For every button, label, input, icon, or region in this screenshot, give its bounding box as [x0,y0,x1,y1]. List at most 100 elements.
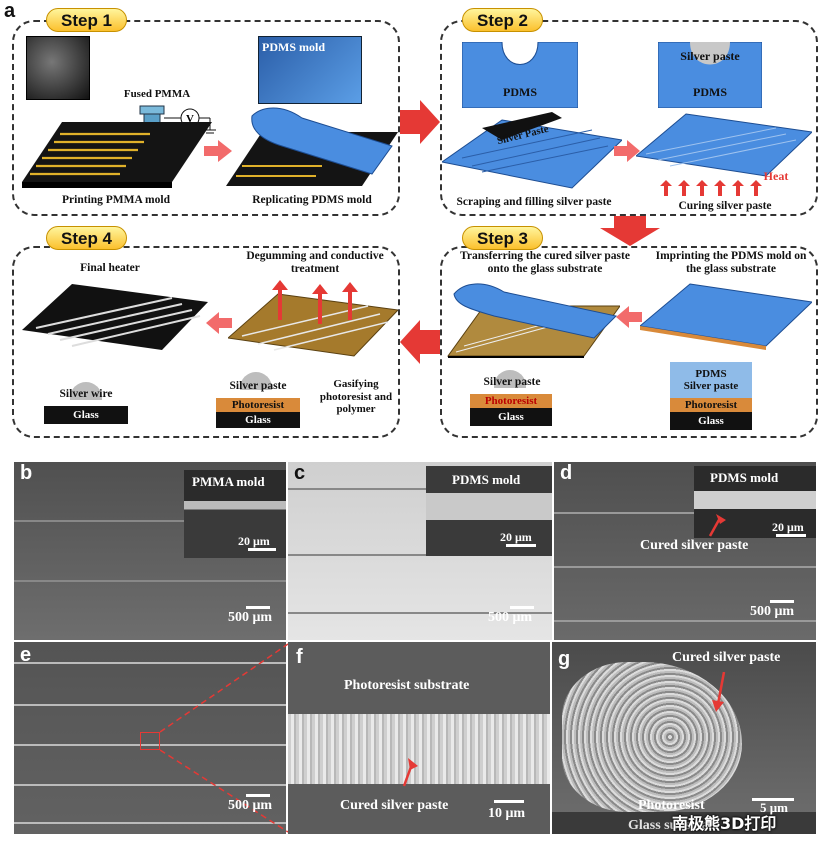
s3-silver-paste-label: Silver paste [483,376,541,388]
sem-b-scale: 500 μm [228,610,273,625]
step3-pill: Step 3 [462,226,544,250]
sem-panel-b [14,462,286,640]
fused-pmma-label: Fused PMMA [123,88,191,100]
sem-c-inset-scalebar [506,544,536,547]
curing-caption: Curing silver paste [678,200,772,212]
sem-f-silver-band [288,714,550,784]
panel-label-g: g [558,648,571,670]
sem-b-inset-scalebar [248,548,276,551]
step1-box [12,20,400,216]
pmma-photo-inset [26,36,90,100]
panel-label-a: a [4,0,16,22]
s4-silver-paste-label: Silver paste [229,380,287,392]
sem-e-scalebar [246,794,270,797]
sem-panel-g [552,642,816,834]
step2-pill: Step 2 [462,8,544,32]
arrow-step3-to-step4 [400,320,440,364]
pdms-mold-inset [258,36,362,104]
sem-c-inset [426,466,552,556]
s3-silver-paste2-label: Silver paste [683,380,739,392]
sem-c-scalebar [510,606,534,609]
pdms-mold-label: PDMS mold [262,40,325,54]
sem-g-scale: 5 μm [760,800,788,815]
sem-g-top-label: Cured silver paste [672,650,781,665]
imprinting-caption: Imprinting the PDMS mold on the glass su… [655,250,807,276]
s3-glass-layer: Glass [470,408,552,426]
imprinting-plate [640,283,812,350]
pdms-left-label: PDMS [503,85,537,99]
replicating-caption: Replicating PDMS mold [252,194,372,206]
arrow-step2-inner [614,140,640,162]
s3-photoresist2-layer: Photoresist [670,398,752,412]
pmma-mold-plate [22,122,212,188]
arrow-step4-inner [206,312,232,334]
sem-d-scale: 500 μm [750,604,795,619]
s4-silver-wire-label: Silver wire [59,388,113,400]
gasifying-caption: Gasifying photoresist and polymer [319,378,393,416]
curing-plate [636,113,812,177]
arrow-step1-to-step2 [400,100,440,144]
arrow-step1-inner [204,140,232,162]
sem-b-inset [184,470,286,558]
sem-f-bottom-label: Cured silver paste [340,798,449,813]
panel-label-d: d [560,462,573,484]
sem-f-scale: 10 μm [488,806,526,821]
sem-g-scalebar [752,798,794,801]
step4-box [12,246,400,438]
pdms-cross-section-right [658,42,762,108]
pdms-cross-section-left [462,42,578,108]
arrow-step2-to-step3 [600,216,660,246]
sem-e-zoom-lines [160,643,289,833]
transferring-plate [447,283,620,358]
panel-label-b: b [20,462,33,484]
pdms-right-label: PDMS [693,85,727,99]
sem-b-scalebar [246,606,270,609]
sem-d-inset-scalebar [776,534,806,537]
sem-g-glass-base [552,812,816,834]
sem-d-scalebar [770,600,794,603]
final-heater-plate [22,284,208,350]
sem-g-glass-label: Glass substrate [628,818,720,833]
step4-pill: Step 4 [46,226,128,250]
scraping-caption: Scraping and filling silver paste [456,196,612,208]
s3-pdms-layer: PDMS Silver paste [670,362,752,398]
sem-panel-f [288,642,550,834]
s3-pdms-label: PDMS [695,367,727,380]
s4-silver-paste-dome [240,372,272,390]
final-heater-label: Final heater [80,262,140,274]
s3-glass2-layer: Glass [670,412,752,430]
s4-silver-wire-dome [70,382,102,400]
panel-label-f: f [296,646,303,668]
arrow-step3-inner [616,306,642,328]
silver-paste-top-label: Silver paste [680,49,740,63]
sem-g-arrow [712,672,726,712]
sem-b-inset-scale: 20 μm [238,534,270,548]
sem-c-inset-label: PDMS mold [452,472,521,487]
s3-left-silver-dome [494,370,526,388]
sem-f-arrow [402,758,418,787]
voltage-label: V [186,113,194,125]
sem-c-inset-scale: 20 μm [500,530,532,544]
s3-photoresist-layer: Photoresist [470,394,552,408]
sem-panel-d [554,462,816,640]
degumming-caption: Degumming and conductive treatment [246,250,384,276]
step3-box [440,246,818,438]
sem-e-scale: 500 μm [228,798,273,813]
sem-d-inset-scale: 20 μm [772,520,804,534]
s4-glass-layer: Glass [44,406,128,424]
s4-photoresist-layer: Photoresist [216,398,300,412]
scraping-plate [442,112,622,189]
sem-c-scale: 500 μm [488,610,533,625]
degumming-plate [228,280,398,357]
sem-f-top-label: Photoresist substrate [344,678,470,693]
sem-g-photoresist-label: Photoresist [638,798,705,813]
step2-box [440,20,818,216]
sem-d-arrow [708,514,726,537]
watermark: 南极熊3D打印 [672,814,777,833]
sem-f-scalebar [494,800,524,803]
replicating-plate [226,107,398,186]
panel-label-c: c [294,462,306,484]
s4-glass2-layer: Glass [216,412,300,428]
heat-label: Heat [763,169,789,183]
sem-d-label: Cured silver paste [640,538,749,553]
